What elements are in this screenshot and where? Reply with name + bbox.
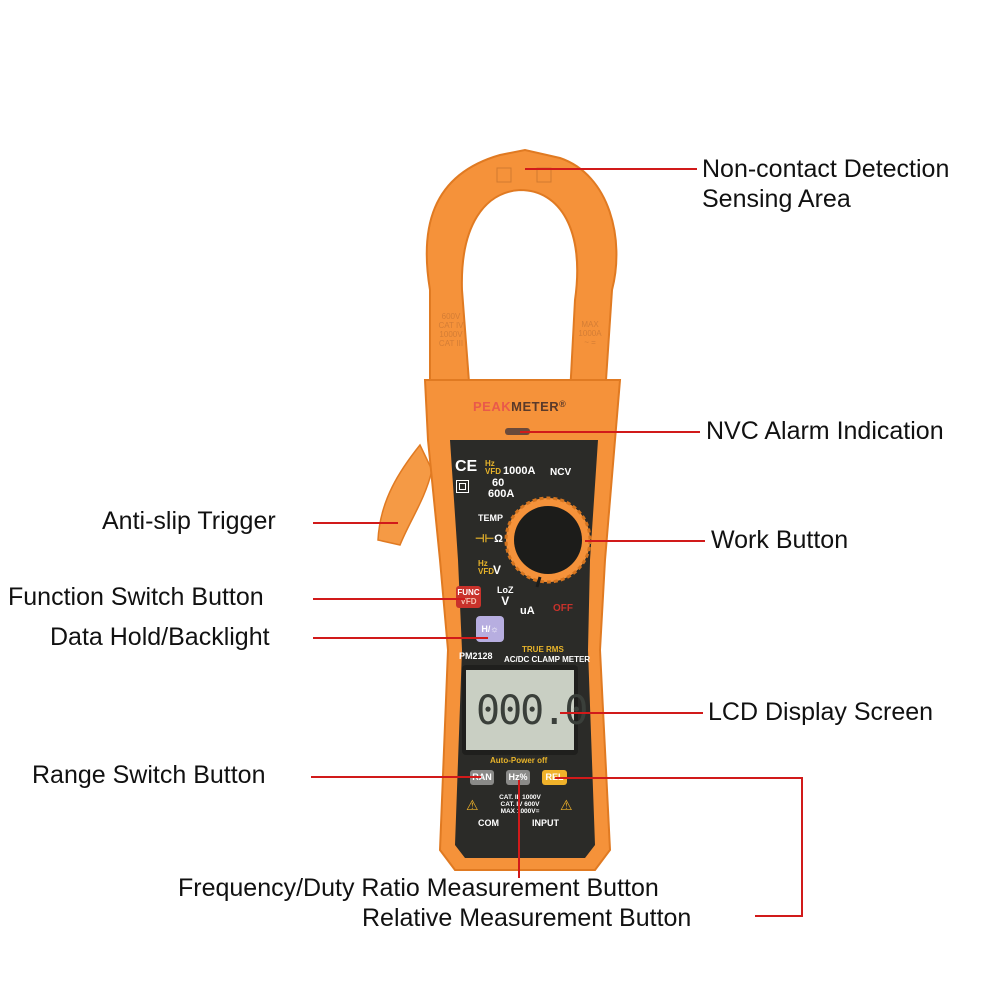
jaw-left-rating: 600V CAT IV 1000V CAT III	[438, 312, 464, 348]
range-ncv: NCV	[550, 467, 572, 478]
label-work-button: Work Button	[711, 526, 849, 554]
callout-line-rel-v	[801, 777, 803, 917]
label-data-hold: Data Hold/Backlight	[50, 623, 270, 651]
lcd-screen	[466, 670, 574, 750]
range-1000a: 1000A	[503, 465, 536, 477]
auto-power-off-label: Auto-Power off	[490, 756, 548, 765]
callout-line-range	[311, 776, 481, 778]
callout-line-func	[313, 598, 465, 600]
label-ncv-sensing: Non-contact Detection Sensing Area	[702, 155, 950, 213]
callout-line-rel-h1	[555, 777, 803, 779]
callout-line-anti-slip	[313, 522, 398, 524]
range-ohm: ⊣⊢Ω	[475, 533, 503, 545]
callout-line-work	[585, 540, 705, 542]
label-lcd: LCD Display Screen	[708, 698, 934, 726]
label-nvc-alarm: NVC Alarm Indication	[706, 417, 944, 445]
label-range-switch: Range Switch Button	[32, 761, 266, 789]
func-vfd-button[interactable]: FUNC VFD	[456, 586, 481, 608]
double-insulation-icon	[456, 480, 469, 493]
input-terminal-label: INPUT	[532, 818, 559, 828]
callout-line-hold	[313, 637, 488, 639]
true-rms-label: TRUE RMS	[522, 645, 564, 654]
range-temp: TEMP	[478, 513, 504, 523]
anti-slip-trigger	[377, 443, 433, 546]
warning-icon-right: ⚠	[560, 797, 573, 813]
callout-line-freq	[518, 780, 520, 878]
label-func-switch: Function Switch Button	[8, 583, 264, 611]
hz-duty-button[interactable]: Hz%	[506, 770, 530, 785]
callout-line-rel-h2	[755, 915, 803, 917]
clamp-jaw	[425, 148, 618, 396]
range-off: OFF	[553, 603, 573, 614]
callout-line-nvc	[520, 431, 700, 433]
range-loz-v: LoZ V	[497, 585, 514, 608]
brand-meter: METER	[511, 399, 560, 414]
range-ua: uA	[520, 605, 535, 617]
nvc-alarm-led	[505, 428, 530, 435]
com-terminal-label: COM	[478, 818, 499, 828]
range-hz-vfd-v: Hz VFD	[478, 559, 494, 576]
jaw-right-rating: MAX 1000A ~ =	[578, 320, 602, 347]
rel-button[interactable]: REL	[542, 770, 567, 785]
cat-ratings: CAT. III 1000V CAT. IV 600V MAX 1000V=	[499, 794, 541, 815]
ce-mark: CE	[455, 458, 478, 475]
rotary-dial-knob[interactable]	[514, 506, 582, 574]
brand-logo: PEAKMETER®	[473, 399, 567, 414]
model-number: PM2128	[459, 651, 493, 661]
callout-line-lcd	[560, 712, 703, 714]
lcd-reading: 000.0	[476, 688, 588, 734]
label-relative: Relative Measurement Button	[362, 904, 692, 932]
warning-icon-left: ⚠	[466, 797, 479, 813]
meter-subtitle: AC/DC CLAMP METER	[504, 655, 591, 664]
callout-line-ncv	[525, 168, 697, 170]
label-anti-slip: Anti-slip Trigger	[102, 507, 276, 535]
range-60a: 60 600A	[488, 477, 515, 500]
label-freq-duty: Frequency/Duty Ratio Measurement Button	[178, 874, 659, 902]
range-button[interactable]: RAN	[470, 770, 494, 785]
brand-peak: PEAK	[473, 399, 512, 414]
